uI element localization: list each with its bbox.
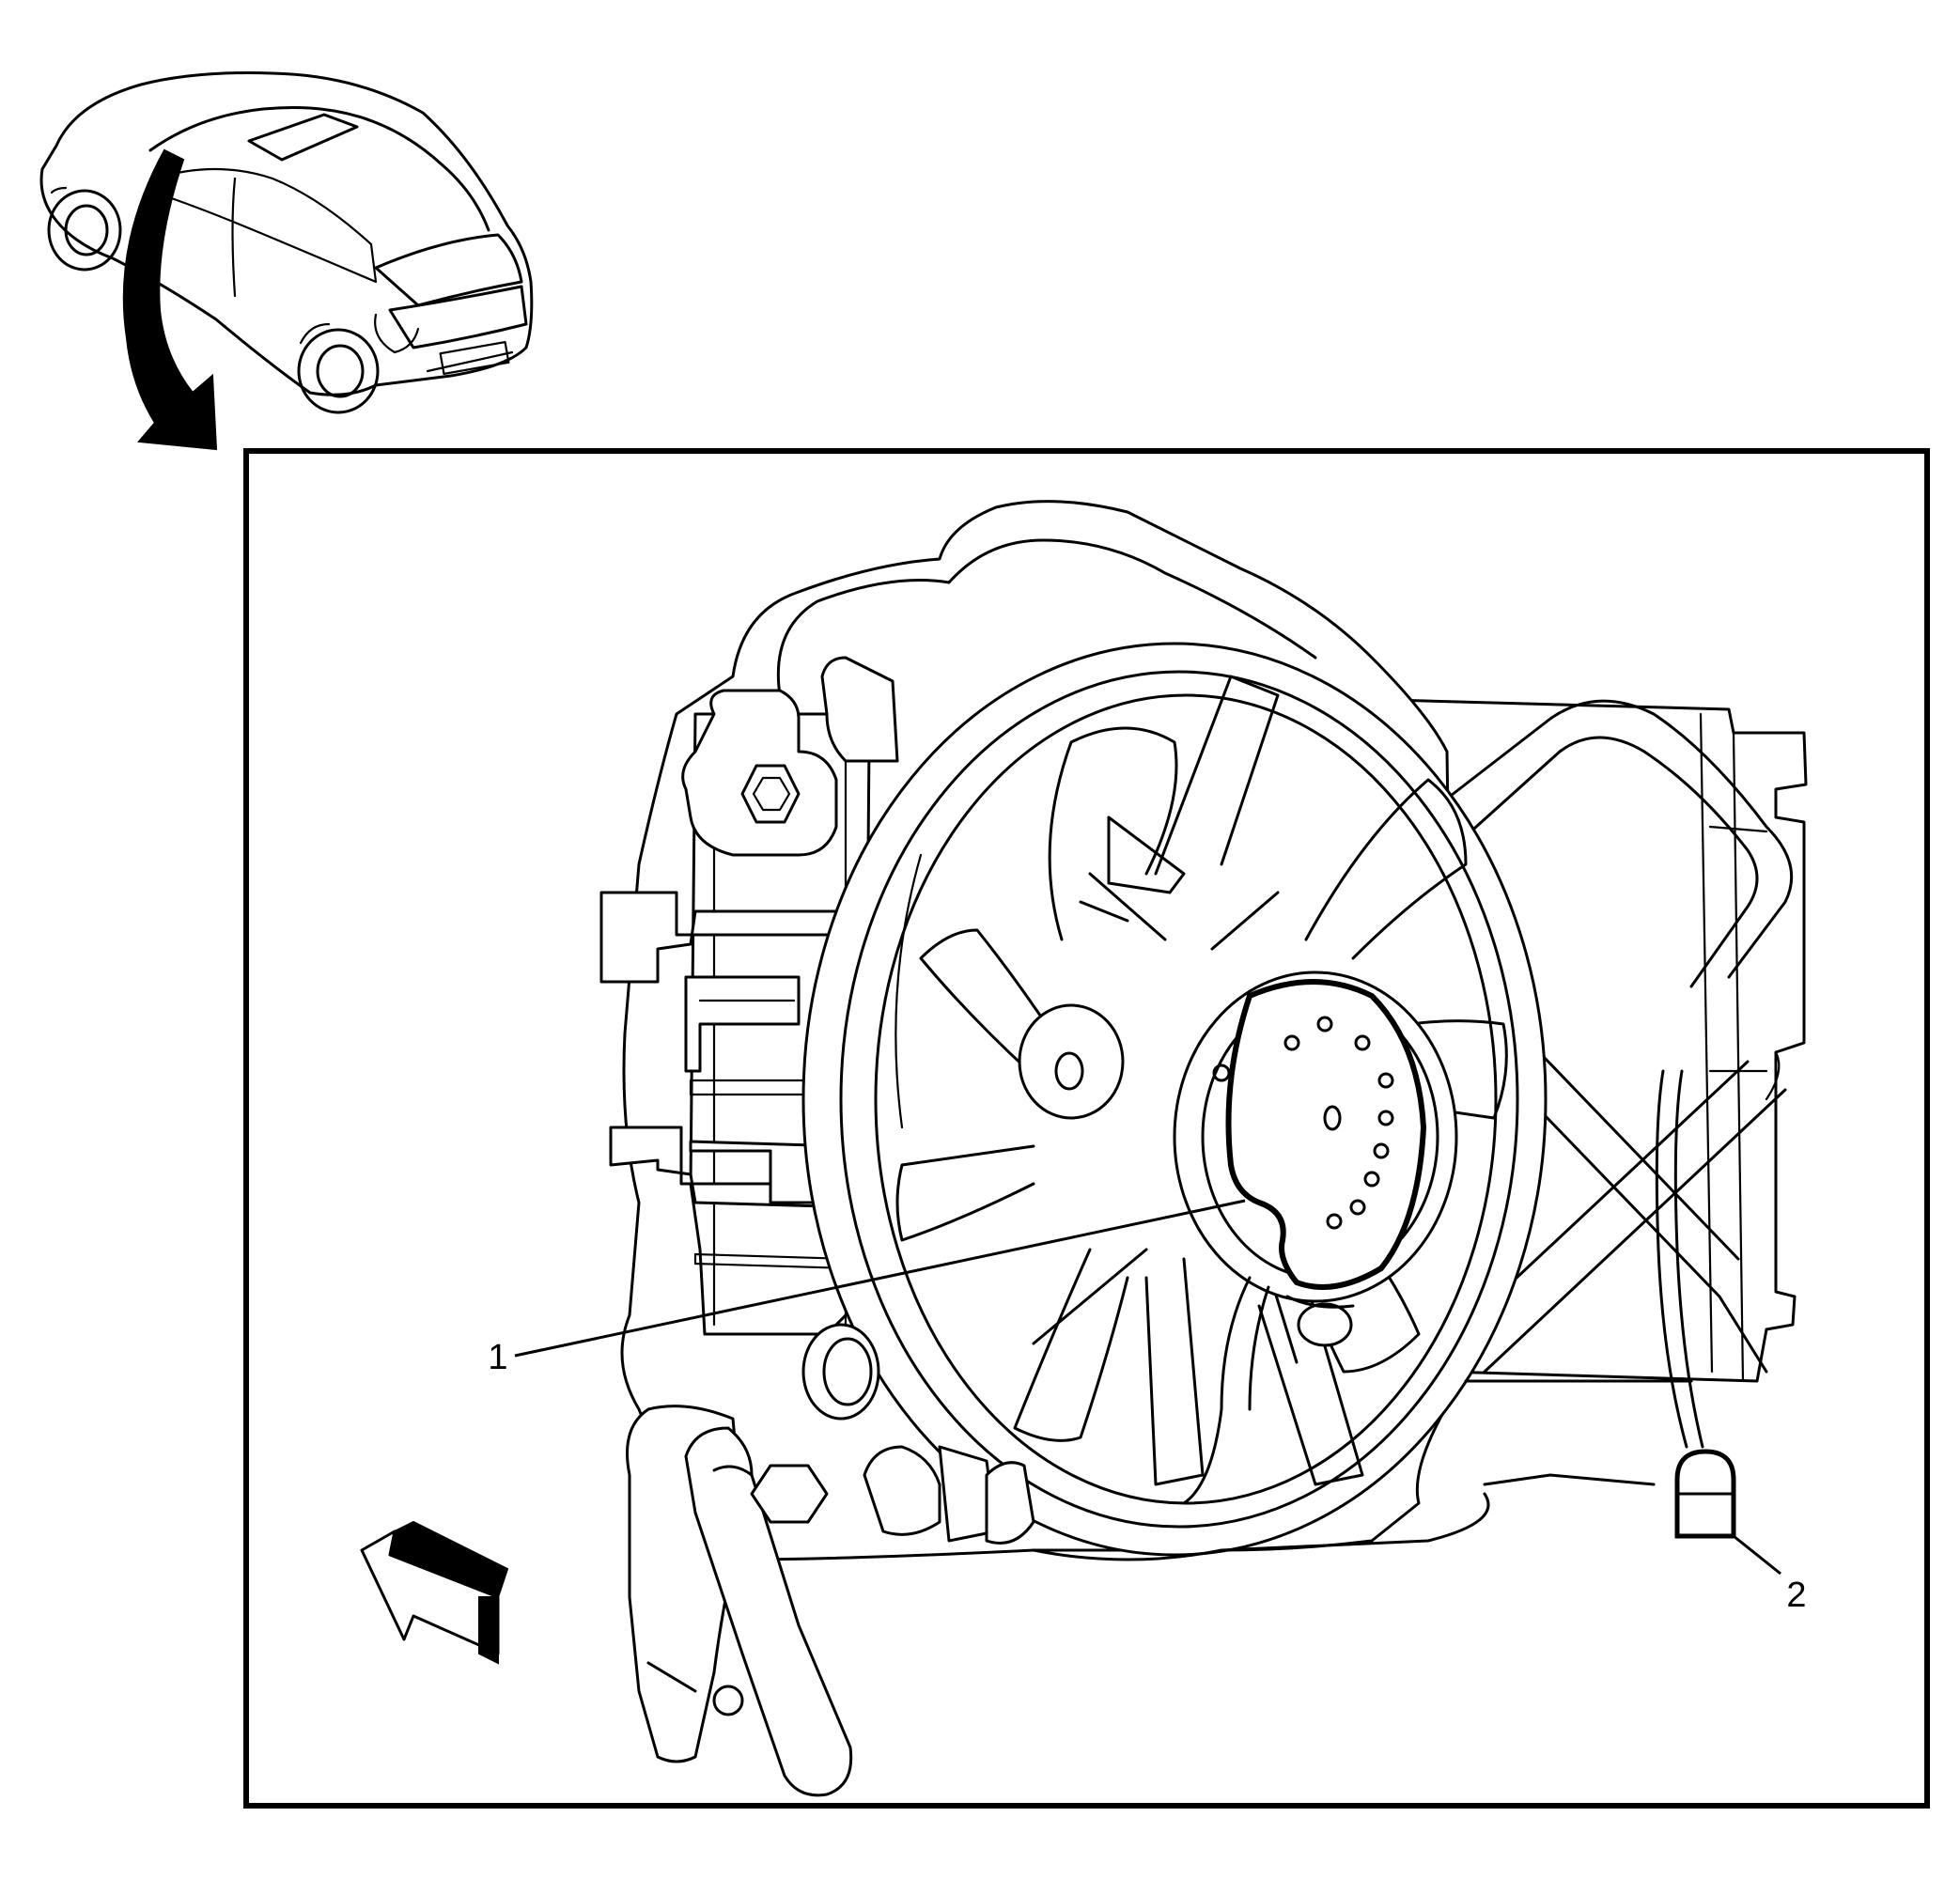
detail-frame <box>243 448 1930 1809</box>
fan-motor-cover <box>1225 979 1427 1290</box>
callout-2-leader <box>1733 1534 1781 1576</box>
callout-1-label: 1 <box>488 1338 507 1377</box>
callout-1: 1 <box>488 1199 1246 1377</box>
front-direction-arrow-icon <box>360 1520 509 1665</box>
callout-2-label: 2 <box>1786 1576 1806 1615</box>
callout-2: 2 <box>1733 1534 1807 1615</box>
vehicle-locator-icon <box>39 71 534 451</box>
callout-1-leader <box>514 1199 1246 1358</box>
fan-assembly <box>599 500 1808 1797</box>
